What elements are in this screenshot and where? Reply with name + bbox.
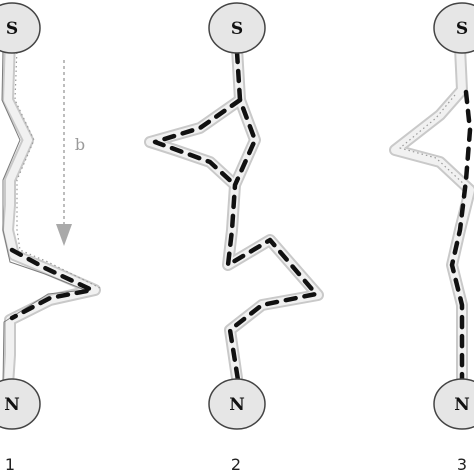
arrow-label: b — [75, 135, 85, 154]
panel-1: b S N 1 — [0, 2, 101, 474]
panel-1-dashed-path — [9, 247, 95, 321]
panel-1-tube-dotted-line — [14, 47, 101, 289]
panel-3-number: 3 — [457, 455, 467, 474]
panel-1-pole-top: S — [0, 2, 41, 54]
panel-1-pole-top-label: S — [6, 19, 18, 39]
panel-1-tube-inner-line — [1, 47, 86, 386]
panel-1-pole-bottom: N — [0, 378, 41, 430]
panel-2-pole-bottom: N — [208, 378, 266, 430]
panel-2-pole-top: S — [208, 2, 266, 54]
panel-2-dashed-branch — [152, 97, 243, 188]
panel-3-pole-top: S — [433, 2, 474, 54]
panel-1-arrow-head — [56, 224, 72, 246]
panel-2-tube-branch-core — [146, 96, 244, 189]
panel-2: S N 2 — [144, 2, 324, 474]
panel-2-dashed-path — [225, 49, 319, 383]
panel-3-pole-top-label: S — [456, 19, 468, 39]
panel-2-number: 2 — [231, 455, 241, 474]
panel-3: S N 3 — [389, 2, 474, 474]
panel-3-dashed-path — [449, 89, 473, 383]
panel-1-pole-bottom-label: N — [4, 395, 20, 415]
panel-2-pole-top-label: S — [231, 19, 243, 39]
panel-1-tube-outline — [2, 34, 101, 391]
panel-3-pole-bottom: N — [433, 378, 474, 430]
panel-3-tube-dotted-line — [399, 94, 467, 187]
panel-1-tube-core — [4, 36, 99, 389]
panel-1-number: 1 — [5, 455, 15, 474]
panel-3-pole-bottom-label: N — [454, 395, 470, 415]
panel-2-pole-bottom-label: N — [229, 395, 245, 415]
